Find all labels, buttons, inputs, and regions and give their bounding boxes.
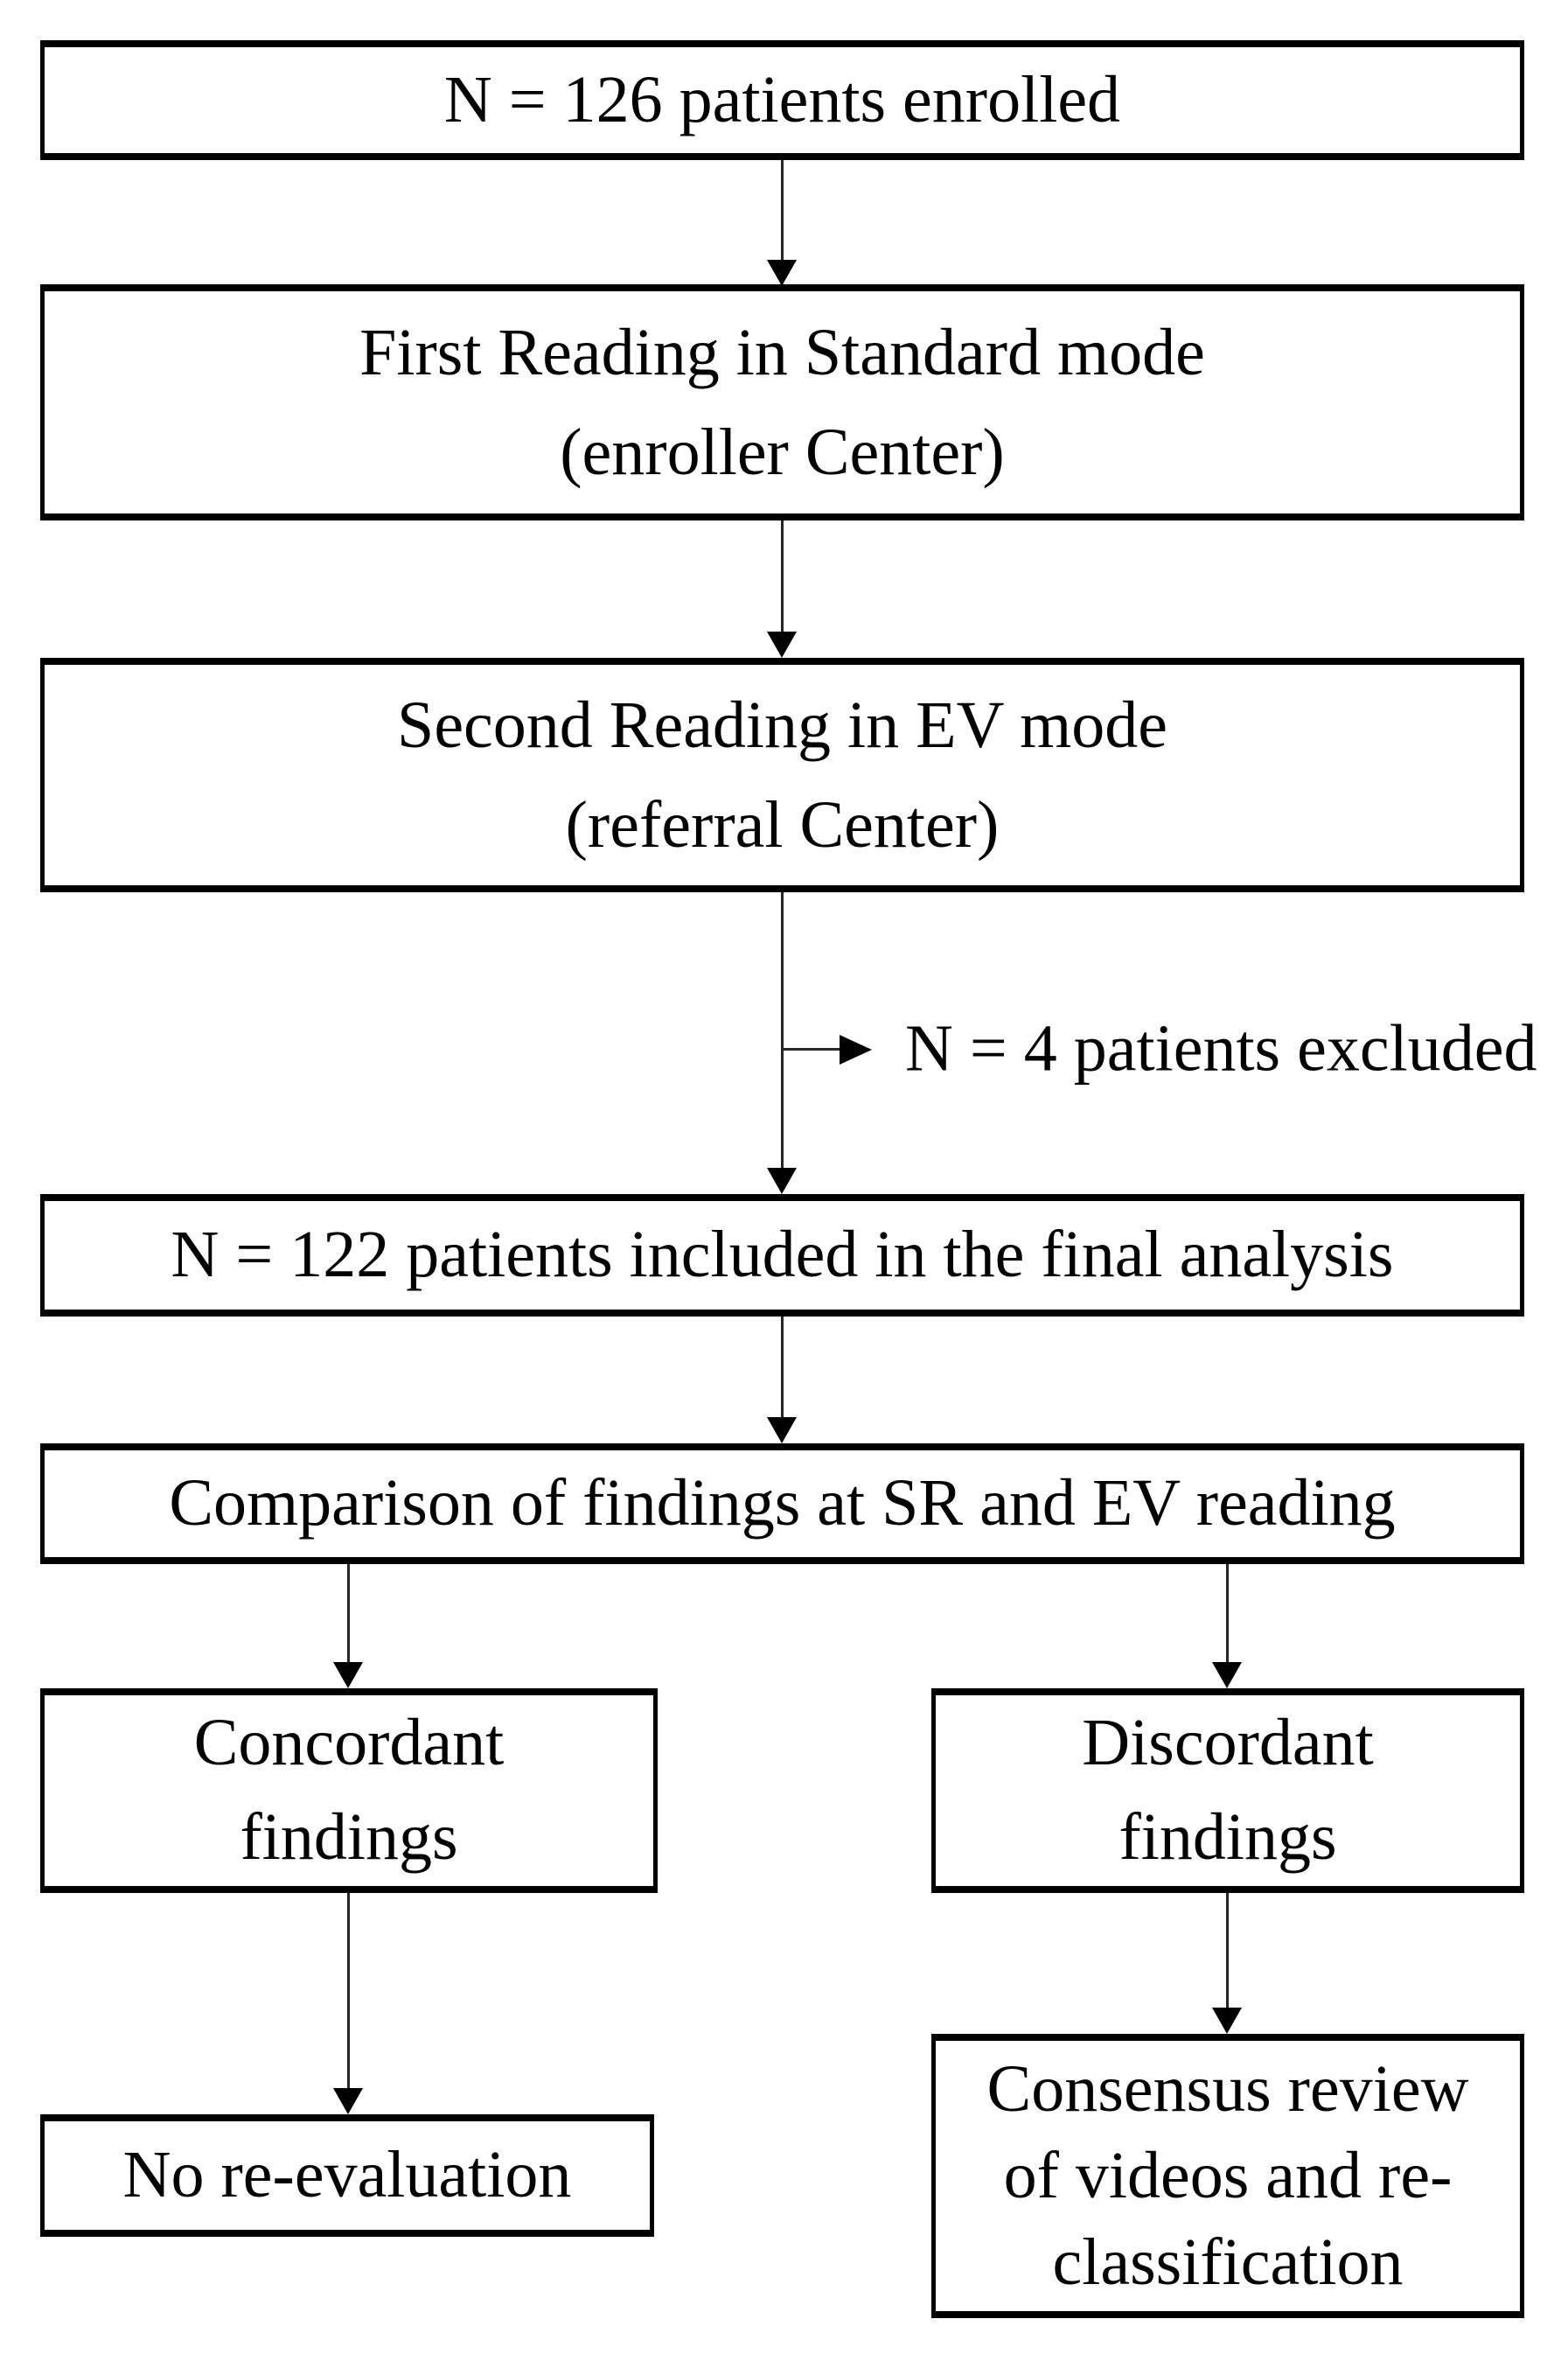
edge-enrolled-to-first-reading xyxy=(781,160,784,260)
node-second-reading-ev-mode: Second Reading in EV mode (referral Cent… xyxy=(40,658,1524,892)
node-consensus-review: Consensus review of videos and re- class… xyxy=(931,2034,1524,2318)
arrowhead-down-icon xyxy=(767,260,797,286)
node-discordant-findings: Discordant findings xyxy=(931,1688,1524,1893)
edge-first-to-second-reading xyxy=(781,520,784,632)
node-first-reading-standard-mode: First Reading in Standard mode (enroller… xyxy=(40,284,1524,520)
arrowhead-down-icon xyxy=(1212,2008,1242,2034)
edge-discordant-to-consensus xyxy=(1226,1893,1229,2008)
arrowhead-down-icon xyxy=(333,2088,363,2114)
arrowhead-down-icon xyxy=(767,632,797,658)
arrowhead-down-icon xyxy=(333,1662,363,1688)
node-comparison-sr-ev: Comparison of findings at SR and EV read… xyxy=(40,1443,1524,1564)
edge-final-analysis-to-comparison xyxy=(781,1317,784,1417)
arrowhead-right-icon xyxy=(840,1035,872,1065)
edge-comparison-to-discordant xyxy=(1226,1564,1229,1662)
edge-second-reading-to-final-analysis xyxy=(781,892,784,1168)
node-no-reevaluation: No re-evaluation xyxy=(40,2114,654,2237)
node-concordant-findings: Concordant findings xyxy=(40,1688,658,1893)
label-patients-excluded: N = 4 patients excluded xyxy=(905,1011,1537,1086)
node-patients-enrolled: N = 126 patients enrolled xyxy=(40,40,1524,160)
edge-concordant-to-no-reevaluation xyxy=(347,1893,350,2088)
arrowhead-down-icon xyxy=(1212,1662,1242,1688)
arrowhead-down-icon xyxy=(767,1417,797,1443)
edge-branch-to-excluded xyxy=(783,1048,840,1051)
node-final-analysis: N = 122 patients included in the final a… xyxy=(40,1194,1524,1317)
edge-comparison-to-concordant xyxy=(347,1564,350,1662)
arrowhead-down-icon xyxy=(767,1168,797,1194)
